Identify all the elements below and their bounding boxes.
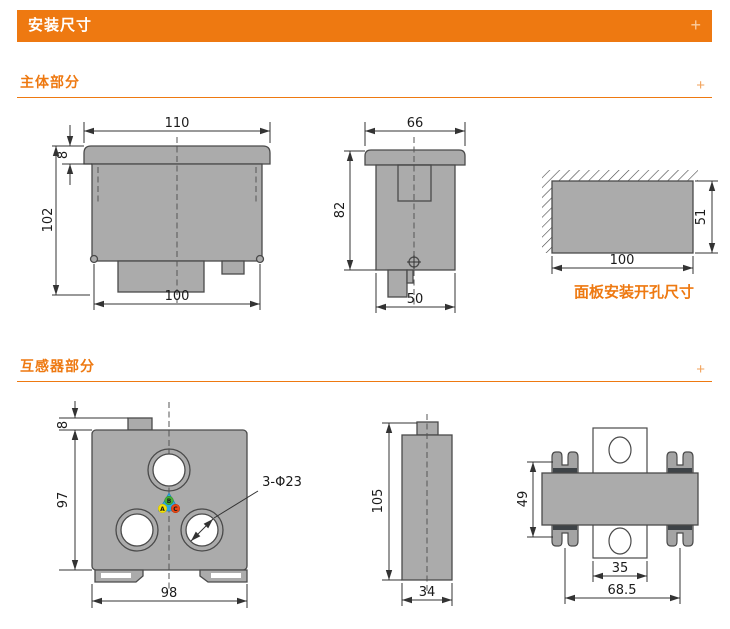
dimension-body-height: 105 — [371, 422, 417, 581]
dim-label-body-width: 34 — [419, 585, 436, 600]
dim-label-bezel-height: 8 — [56, 151, 71, 159]
subsection-title: 互感器部分 — [20, 358, 95, 374]
ct-crossbar-shape — [541, 472, 699, 526]
dim-label-body-height: 105 — [371, 489, 386, 514]
phase-marking-triangle: B A C — [157, 492, 181, 514]
phase-hole-left — [115, 508, 159, 552]
dimension-bezel-height: 8 — [52, 125, 92, 185]
dimension-cutout-height: 51 — [694, 180, 718, 254]
subsection-header-current-transformer: 互感器部分 + — [17, 357, 712, 382]
phase-b-label: B — [167, 498, 172, 505]
dimension-body-height: 82 — [333, 150, 376, 271]
dim-label-clip-row-spacing: 49 — [516, 491, 531, 508]
mounting-clips — [551, 451, 694, 547]
subsection-header-main-body: 主体部分 + — [17, 73, 712, 98]
banner-title: 安装尺寸 — [28, 17, 93, 34]
holes-diameter-label: 3-Φ23 — [262, 475, 302, 490]
phase-c-label: C — [173, 506, 178, 513]
subsection-expand-plus-icon[interactable]: + — [696, 77, 705, 94]
dimension-rail-width: 35 — [592, 561, 648, 582]
dim-label-total-height: 102 — [41, 208, 56, 233]
phase-a-label: A — [160, 506, 165, 513]
dim-label-bottom-width: 100 — [165, 289, 190, 304]
ct-side-body-shape — [401, 414, 453, 594]
dimension-bottom-width: 100 — [93, 264, 261, 310]
holes-diameter-callout: 3-Φ23 — [190, 475, 302, 542]
panel-hatching — [542, 170, 698, 253]
ct-mounting-view-drawing: 49 35 68.5 — [516, 427, 699, 604]
dimension-total-height: 102 — [41, 146, 90, 296]
main-body-front-view-drawing: 110 8 102 100 — [41, 116, 271, 310]
banner-expand-plus-icon[interactable]: + — [690, 15, 701, 35]
phase-hole-top — [147, 448, 191, 492]
dimension-top-width: 110 — [83, 116, 271, 143]
cutout-rectangle — [551, 180, 694, 254]
dim-label-body-height: 82 — [333, 202, 348, 219]
main-body-side-view-drawing: 66 82 50 — [333, 116, 466, 313]
subsection-title: 主体部分 — [20, 74, 80, 90]
dim-label-cutout-width: 100 — [610, 253, 635, 268]
main-front-body-shape — [83, 137, 271, 303]
dim-label-top-width: 110 — [165, 116, 190, 131]
screw-crosshair-symbol — [407, 255, 421, 269]
subsection-expand-plus-icon[interactable]: + — [696, 361, 705, 378]
dim-label-top-width: 66 — [407, 116, 424, 131]
main-side-body-shape — [364, 137, 466, 306]
dim-label-body-width: 98 — [161, 586, 178, 601]
panel-cutout-caption: 面板安装开孔尺寸 — [574, 283, 694, 301]
dimension-bottom-width: 50 — [375, 273, 456, 313]
section-banner-installation-dimensions: 安装尺寸 + — [17, 10, 712, 42]
dimension-clip-row-spacing: 49 — [516, 461, 553, 538]
dimension-top-width: 66 — [364, 116, 466, 146]
dimension-clip-column-spacing: 68.5 — [564, 548, 681, 604]
dim-label-rail-width: 35 — [612, 561, 629, 576]
panel-cutout-drawing: 51 100 面板安装开孔尺寸 — [542, 170, 718, 301]
dimension-cutout-width: 100 — [551, 253, 694, 274]
dimension-body-width: 98 — [91, 584, 248, 608]
dimension-body-width: 34 — [401, 583, 453, 606]
dim-label-bottom-width: 50 — [407, 292, 424, 307]
dim-label-cutout-height: 51 — [694, 209, 709, 226]
dim-label-clip-column-spacing: 68.5 — [608, 583, 637, 598]
dimension-body-height: 97 — [56, 430, 92, 571]
ct-front-view-drawing: B A C 8 97 98 3-Φ23 — [56, 401, 302, 608]
ct-side-view-drawing: 105 34 — [371, 414, 453, 606]
dim-label-body-height: 97 — [56, 492, 71, 509]
dim-label-tab-height: 8 — [56, 421, 71, 429]
